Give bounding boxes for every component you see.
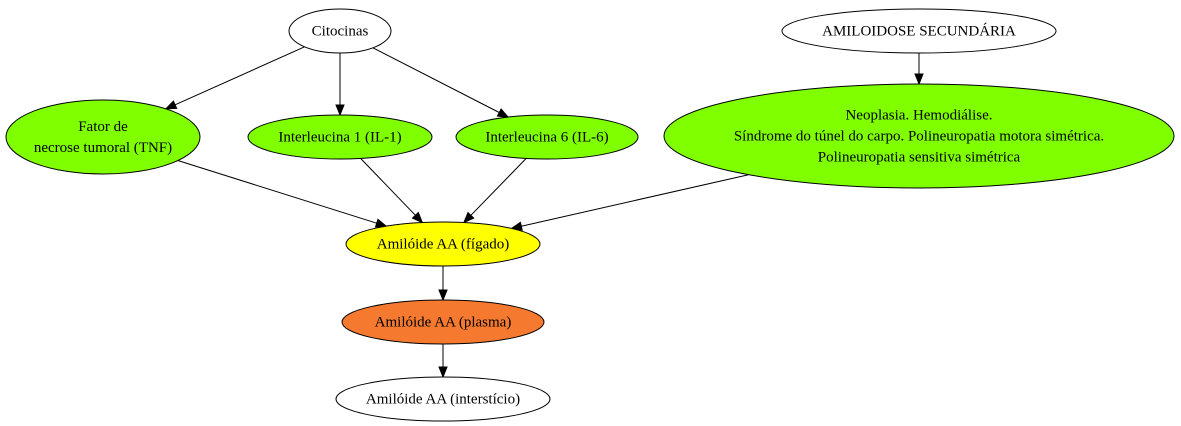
node-citocinas-label: Citocinas [312, 23, 369, 39]
arrow-head [335, 104, 345, 117]
node-il6-shape [455, 114, 639, 160]
arrow-head [411, 211, 424, 224]
edges-layer [164, 46, 924, 379]
node-tnf-label: necrose tumoral (TNF) [34, 140, 172, 156]
node-figado-label: Amilóide AA (fígado) [377, 236, 509, 252]
node-il1: Interleucina 1 (IL-1) [247, 114, 433, 160]
node-tnf-label: Fator de [78, 119, 128, 135]
edge-line [521, 174, 749, 227]
edge-plasma-to-intersticio [438, 344, 448, 379]
node-il1-shape [247, 114, 433, 160]
node-citocinas-shape [288, 8, 392, 54]
edge-citocinas-to-il6 [372, 47, 510, 118]
edge-figado-to-plasma [438, 266, 448, 302]
node-intersticio-label: Amilóide AA (interstício) [366, 391, 520, 407]
node-il6: Interleucina 6 (IL-6) [455, 114, 639, 160]
node-figado-shape [345, 221, 541, 267]
node-neoplasia-label: Síndrome do túnel do carpo. Polineuropat… [734, 128, 1104, 144]
node-tnf: Fator de necrose tumoral (TNF) [5, 99, 201, 175]
edge-citocinas-to-tnf [164, 46, 305, 110]
node-neoplasia: Neoplasia. Hemodiálise. Síndrome do túnel… [663, 83, 1175, 189]
arrow-head [374, 218, 388, 228]
node-tnf-shape [5, 99, 201, 175]
edge-line [372, 47, 500, 113]
node-plasma: Amilóide AA (plasma) [341, 299, 545, 345]
edge-line [360, 158, 416, 216]
node-plasma-shape [341, 299, 545, 345]
edge-amiloidose-to-neoplasia [914, 53, 924, 86]
node-intersticio-shape [335, 376, 551, 422]
node-intersticio: Amilóide AA (interstício) [335, 376, 551, 422]
node-neoplasia-label: Neoplasia. Hemodiálise. [845, 107, 992, 123]
node-amiloidose-label: AMILOIDOSE SECUNDÁRIA [822, 22, 1016, 39]
edge-il6-to-figado [462, 158, 527, 224]
node-citocinas: Citocinas [288, 8, 392, 54]
arrow-head [438, 289, 448, 302]
node-neoplasia-shape [663, 83, 1175, 189]
edge-line [177, 160, 377, 224]
arrow-head [164, 100, 178, 110]
edge-citocinas-to-il1 [335, 53, 345, 117]
edge-line [470, 158, 527, 216]
node-amiloidose-shape [781, 8, 1057, 54]
node-il1-label: Interleucina 1 (IL-1) [278, 129, 401, 145]
edge-tnf-to-figado [177, 160, 388, 228]
arrow-head [438, 366, 448, 379]
node-plasma-label: Amilóide AA (plasma) [375, 314, 512, 330]
node-il6-label: Interleucina 6 (IL-6) [485, 129, 608, 145]
edge-line [174, 46, 305, 106]
node-amiloidose: AMILOIDOSE SECUNDÁRIA [781, 8, 1057, 54]
node-figado: Amilóide AA (fígado) [345, 221, 541, 267]
node-neoplasia-label: Polineuropatia sensitiva simétrica [818, 149, 1021, 165]
arrow-head [914, 73, 924, 86]
edge-il1-to-figado [360, 158, 424, 224]
arrow-head [496, 108, 510, 118]
edge-neoplasia-to-figado [510, 174, 749, 231]
arrow-head [462, 211, 475, 224]
